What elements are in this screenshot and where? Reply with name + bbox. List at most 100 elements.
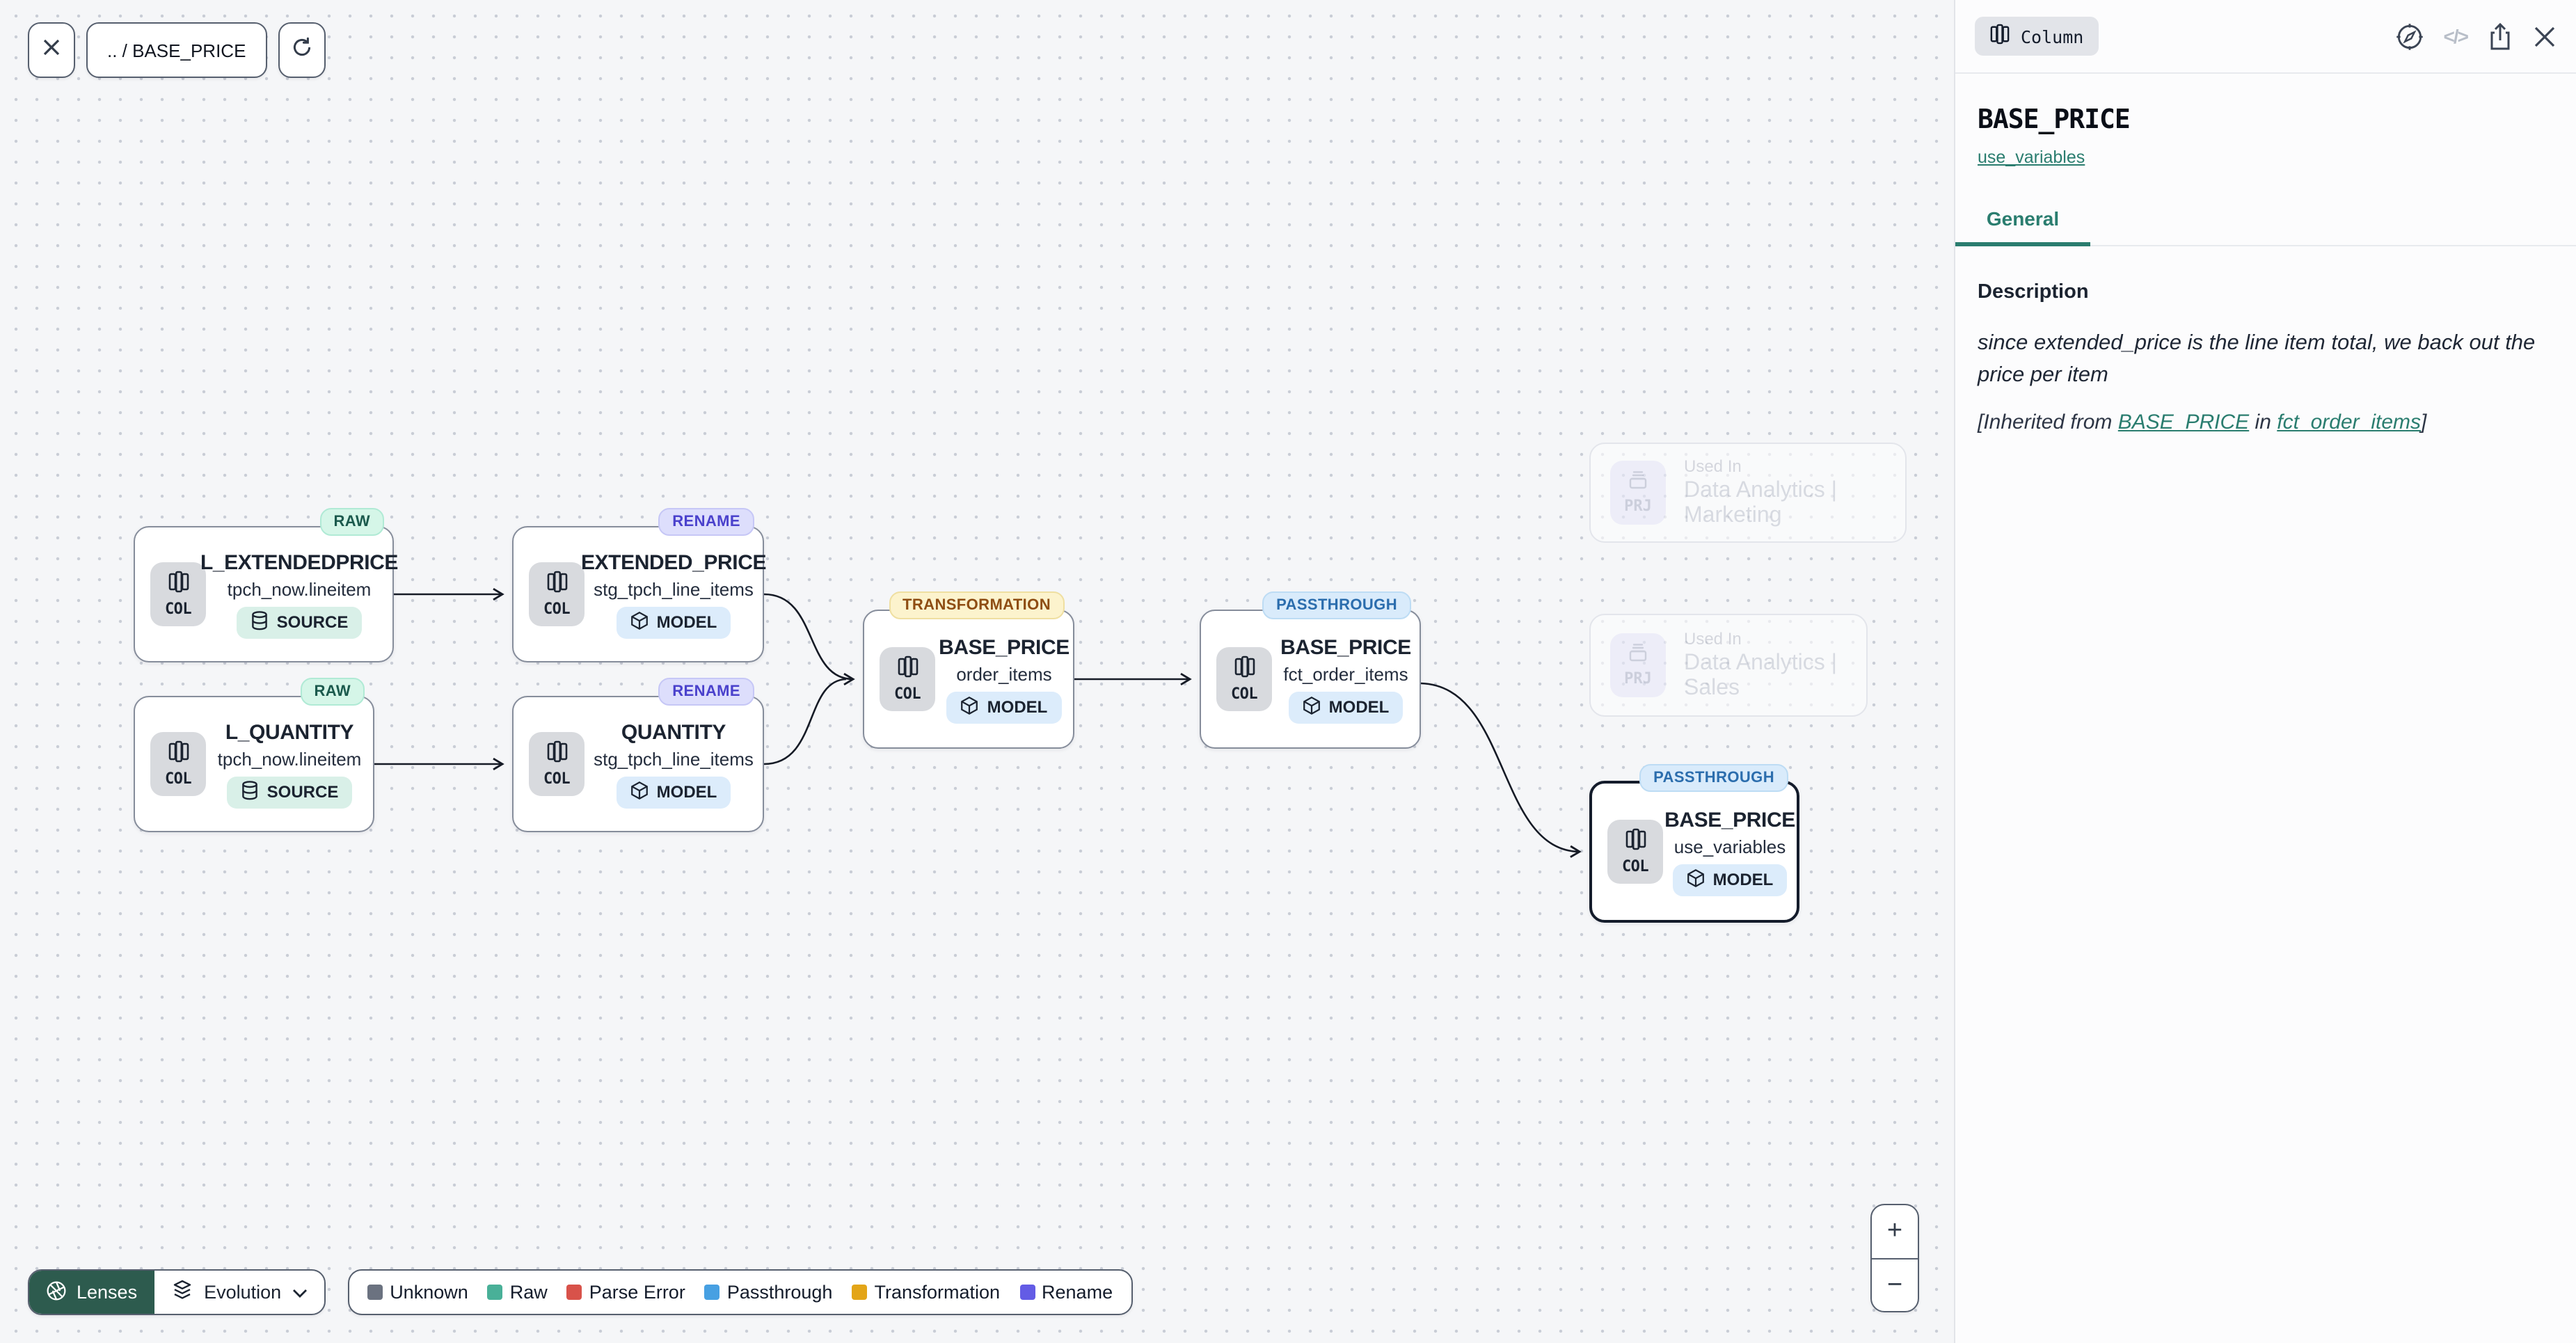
node-title: BASE_PRICE bbox=[939, 635, 1070, 659]
code-icon[interactable]: </> bbox=[2443, 25, 2470, 47]
lineage-badge: RAW bbox=[319, 508, 384, 536]
used-in-label: Used In bbox=[1684, 456, 1742, 476]
refresh-button[interactable] bbox=[278, 22, 326, 78]
lenses-control: Lenses Evolution bbox=[28, 1269, 326, 1315]
column-type-label: COL bbox=[543, 770, 571, 788]
panel-title: BASE_PRICE bbox=[1978, 104, 2131, 135]
lenses-label: Lenses bbox=[77, 1282, 138, 1303]
node-subtitle: fct_order_items bbox=[1283, 663, 1408, 684]
node-title: EXTENDED_PRICE bbox=[580, 550, 767, 574]
lineage-node-l-extendedprice[interactable]: RAW COL L_EXTENDEDPRICE tpch_now.lineite… bbox=[134, 508, 398, 662]
lineage-canvas[interactable]: .. / BASE_PRICE bbox=[0, 0, 1954, 1343]
lens-mode-dropdown[interactable]: Evolution bbox=[154, 1271, 324, 1314]
model-chip: MODEL bbox=[616, 606, 731, 638]
database-icon bbox=[251, 610, 269, 634]
used-in-node-sales[interactable]: PRJ Used In Data Analytics | Sales bbox=[1589, 614, 1868, 717]
columns-icon bbox=[1990, 24, 2010, 49]
node-subtitle: stg_tpch_line_items bbox=[594, 578, 754, 599]
description-heading: Description bbox=[1978, 281, 2089, 303]
lineage-badge: RENAME bbox=[658, 678, 754, 706]
entity-type-label: Column bbox=[2021, 26, 2084, 47]
lineage-node-base-price-order-items[interactable]: TRANSFORMATION COL BASE_PRICE order_item… bbox=[863, 591, 1074, 749]
used-in-name: Data Analytics | Marketing bbox=[1684, 479, 1837, 527]
chip-label: MODEL bbox=[1328, 697, 1390, 717]
column-type-block: COL bbox=[529, 562, 585, 626]
lineage-badge: PASSTHROUGH bbox=[1262, 591, 1411, 619]
legend-swatch bbox=[566, 1285, 582, 1300]
tab-general[interactable]: General bbox=[1955, 198, 2090, 246]
legend-swatch bbox=[704, 1285, 720, 1300]
inherited-column-link[interactable]: BASE_PRICE bbox=[2117, 410, 2250, 434]
node-title: BASE_PRICE bbox=[1280, 635, 1411, 659]
panel-tabs: General bbox=[1955, 198, 2576, 246]
columns-icon bbox=[1234, 655, 1255, 685]
legend-swatch bbox=[367, 1285, 383, 1300]
legend-item-parse-error: Parse Error bbox=[566, 1282, 685, 1303]
node-subtitle: tpch_now.lineitem bbox=[217, 748, 362, 769]
chip-label: SOURCE bbox=[267, 782, 339, 802]
node-subtitle: use_variables bbox=[1673, 836, 1786, 857]
aperture-icon bbox=[46, 1280, 67, 1305]
model-chip: MODEL bbox=[1672, 864, 1788, 896]
source-chip: SOURCE bbox=[226, 776, 353, 808]
share-icon[interactable] bbox=[2487, 22, 2513, 51]
lineage-node-quantity[interactable]: RENAME COL QUANTITY stg_tpch_line_items … bbox=[512, 678, 764, 832]
columns-icon bbox=[897, 655, 918, 685]
chip-label: MODEL bbox=[987, 697, 1048, 717]
columns-icon bbox=[168, 740, 189, 770]
chevron-down-icon bbox=[292, 1282, 308, 1303]
source-chip: SOURCE bbox=[236, 606, 363, 638]
project-type-label: PRJ bbox=[1624, 669, 1652, 688]
node-subtitle: stg_tpch_line_items bbox=[594, 748, 754, 769]
column-type-block: COL bbox=[150, 562, 206, 626]
lineage-badge: RENAME bbox=[658, 508, 754, 536]
inherited-model-link[interactable]: fct_order_items bbox=[2277, 410, 2421, 434]
column-type-label: COL bbox=[1231, 685, 1258, 703]
legend-item-transformation: Transformation bbox=[852, 1282, 1000, 1303]
layers-icon bbox=[170, 1279, 193, 1305]
node-subtitle: order_items bbox=[956, 663, 1052, 684]
cube-icon bbox=[961, 695, 979, 719]
chip-label: MODEL bbox=[656, 612, 717, 632]
legend-swatch bbox=[852, 1285, 868, 1300]
canvas-toolbar: .. / BASE_PRICE bbox=[28, 22, 326, 78]
lens-mode-label: Evolution bbox=[204, 1282, 282, 1303]
used-in-node-marketing[interactable]: PRJ Used In Data Analytics | Marketing bbox=[1589, 443, 1907, 543]
cube-icon bbox=[1687, 868, 1705, 891]
detail-panel: Column </> bbox=[1954, 0, 2576, 1343]
node-title: L_EXTENDEDPRICE bbox=[200, 550, 399, 574]
columns-icon bbox=[546, 571, 567, 600]
zoom-out-button[interactable]: − bbox=[1872, 1258, 1918, 1311]
lineage-node-base-price-fct-order-items[interactable]: PASSTHROUGH COL BASE_PRICE fct_order_ite… bbox=[1200, 591, 1421, 749]
column-type-label: COL bbox=[543, 600, 571, 618]
legend-item-raw: Raw bbox=[487, 1282, 548, 1303]
lineage-node-base-price-use-variables-selected[interactable]: PASSTHROUGH COL BASE_PRICE use_variables… bbox=[1589, 764, 1799, 923]
legend-swatch bbox=[1019, 1285, 1035, 1300]
breadcrumb[interactable]: .. / BASE_PRICE bbox=[86, 22, 267, 78]
columns-icon bbox=[546, 740, 567, 770]
lineage-badge: RAW bbox=[300, 678, 365, 706]
project-type-block: PRJ bbox=[1610, 633, 1666, 697]
entity-type-chip: Column bbox=[1975, 17, 2099, 56]
lineage-badge: TRANSFORMATION bbox=[889, 591, 1065, 619]
cube-icon bbox=[630, 610, 649, 634]
close-panel-icon[interactable] bbox=[2533, 24, 2557, 48]
lineage-node-l-quantity[interactable]: RAW COL L_QUANTITY tpch_now.lineitem SOU… bbox=[134, 678, 374, 832]
lineage-node-extended-price[interactable]: RENAME COL EXTENDED_PRICE stg_tpch_line_… bbox=[512, 508, 767, 662]
model-link[interactable]: use_variables bbox=[1978, 148, 2085, 167]
close-lineage-button[interactable] bbox=[28, 22, 75, 78]
column-type-label: COL bbox=[894, 685, 921, 703]
column-type-label: COL bbox=[165, 600, 192, 618]
cube-icon bbox=[630, 780, 649, 804]
model-chip: MODEL bbox=[616, 776, 731, 808]
legend-item-unknown: Unknown bbox=[367, 1282, 468, 1303]
lenses-button[interactable]: Lenses bbox=[29, 1271, 154, 1314]
compass-icon[interactable] bbox=[2395, 22, 2424, 51]
used-in-name: Data Analytics | Sales bbox=[1684, 651, 1837, 700]
column-type-block: COL bbox=[1607, 820, 1663, 884]
zoom-controls: + − bbox=[1870, 1204, 1919, 1312]
zoom-in-button[interactable]: + bbox=[1886, 1216, 1903, 1246]
column-type-block: COL bbox=[529, 732, 585, 796]
columns-icon bbox=[1625, 828, 1646, 857]
